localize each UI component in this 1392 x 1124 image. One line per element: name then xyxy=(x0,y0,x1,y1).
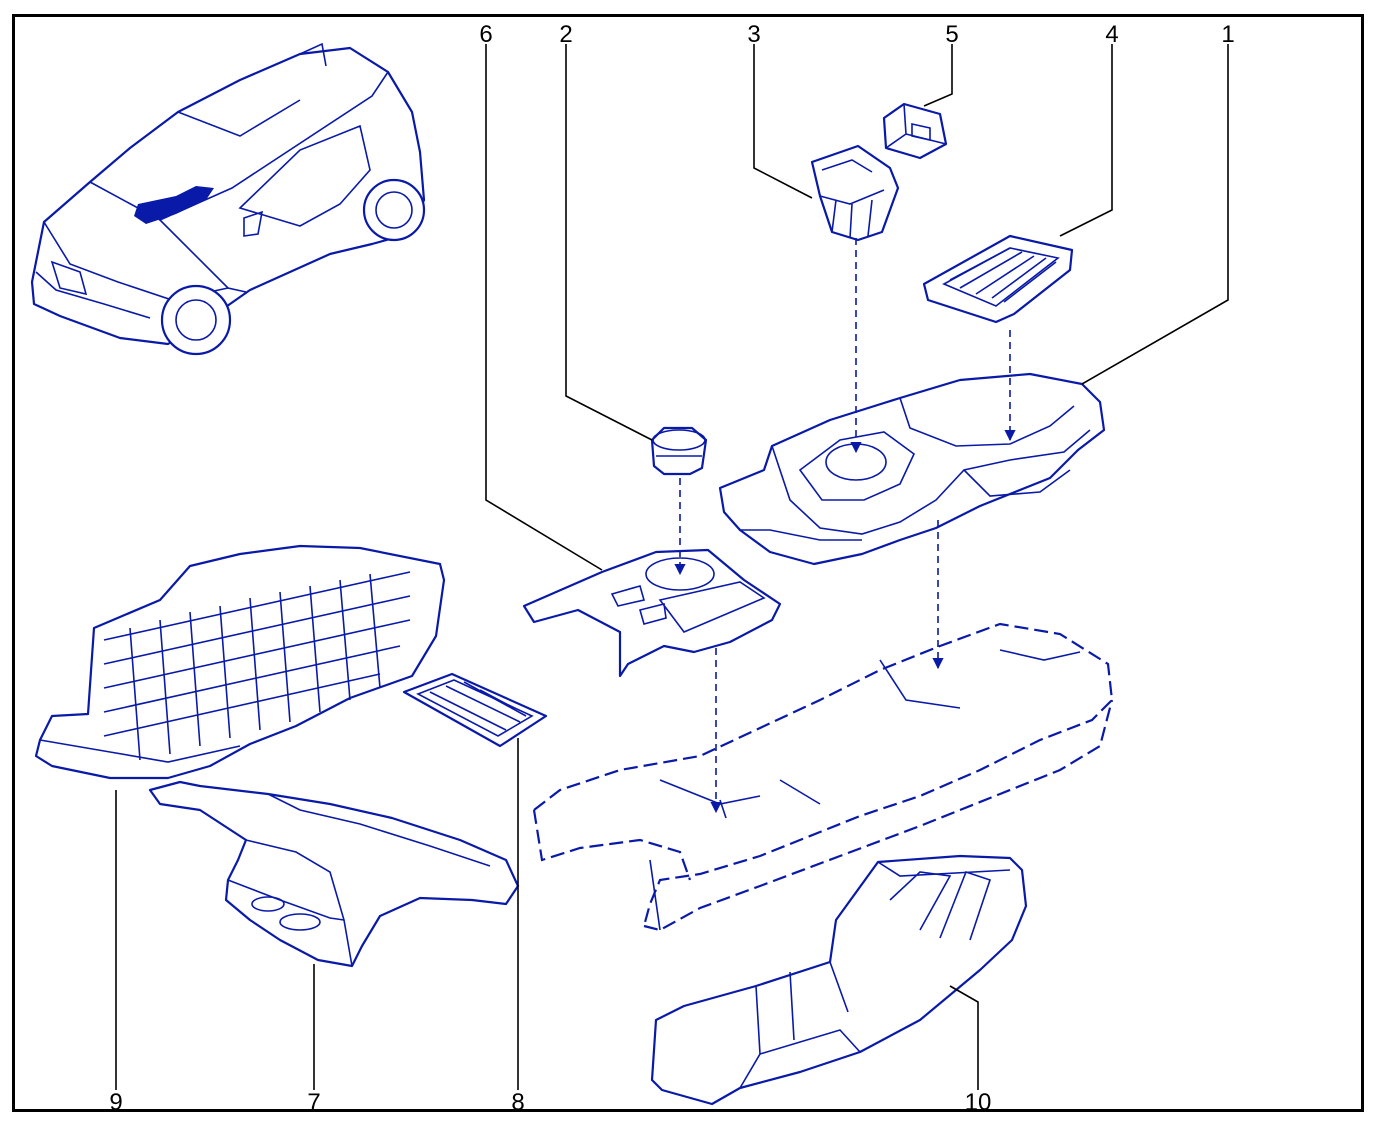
grid-panel-cells xyxy=(103,571,411,761)
callout-1: 1 xyxy=(1221,21,1234,48)
part-grid-side-panel xyxy=(34,544,446,780)
part-small-cup xyxy=(650,426,708,476)
callout-5: 5 xyxy=(945,21,958,48)
callout-10: 10 xyxy=(965,1089,992,1116)
callout-2: 2 xyxy=(559,21,572,48)
callout-8: 8 xyxy=(511,1089,524,1116)
callout-3: 3 xyxy=(747,21,760,48)
callout-4: 4 xyxy=(1105,21,1118,48)
assembly-arrows xyxy=(674,238,1016,814)
part-shift-trim-plate xyxy=(522,548,782,678)
callout-7: 7 xyxy=(307,1089,320,1116)
part-rubber-mat xyxy=(402,672,548,748)
part-cup-holder-insert xyxy=(810,144,900,242)
part-console-top xyxy=(718,372,1106,566)
vehicle-locator-illustration xyxy=(30,42,426,356)
callout-9: 9 xyxy=(109,1089,122,1116)
callout-6: 6 xyxy=(479,21,492,48)
leader-lines xyxy=(115,44,1229,1090)
part-console-side-cover xyxy=(650,854,1028,1106)
part-tray-mat xyxy=(922,234,1074,324)
part-front-console-trim xyxy=(148,780,520,968)
callout-labels: 1 2 3 4 5 6 7 8 9 10 xyxy=(109,21,1234,1116)
part-small-clip xyxy=(882,102,948,160)
